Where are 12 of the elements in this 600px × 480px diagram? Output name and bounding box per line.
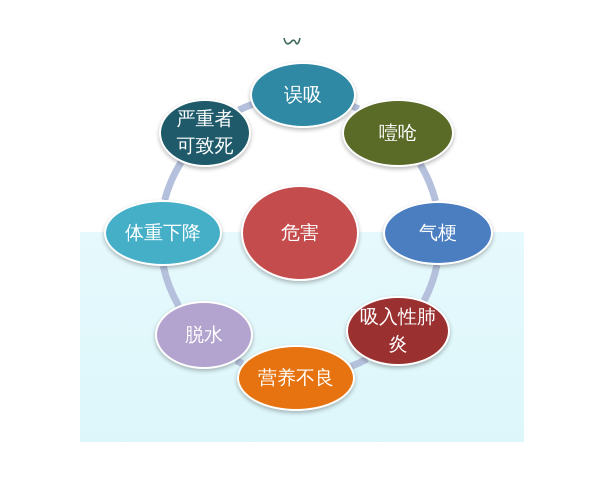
ring-arc [417, 162, 439, 202]
ring-arc [237, 101, 254, 114]
ellipse-node: 危害 [241, 185, 359, 281]
ellipse-node: 体重下降 [104, 200, 222, 266]
ring-arc [161, 160, 184, 202]
ring-arc [420, 264, 440, 302]
ring-arc [350, 356, 368, 370]
ring-arc [160, 265, 182, 308]
ellipse-node: 严重者可致死 [159, 99, 251, 167]
ellipse-node: 气梗 [383, 201, 493, 265]
ellipse-node: 误吸 [250, 62, 356, 128]
ellipse-node: 噎呛 [342, 99, 454, 167]
